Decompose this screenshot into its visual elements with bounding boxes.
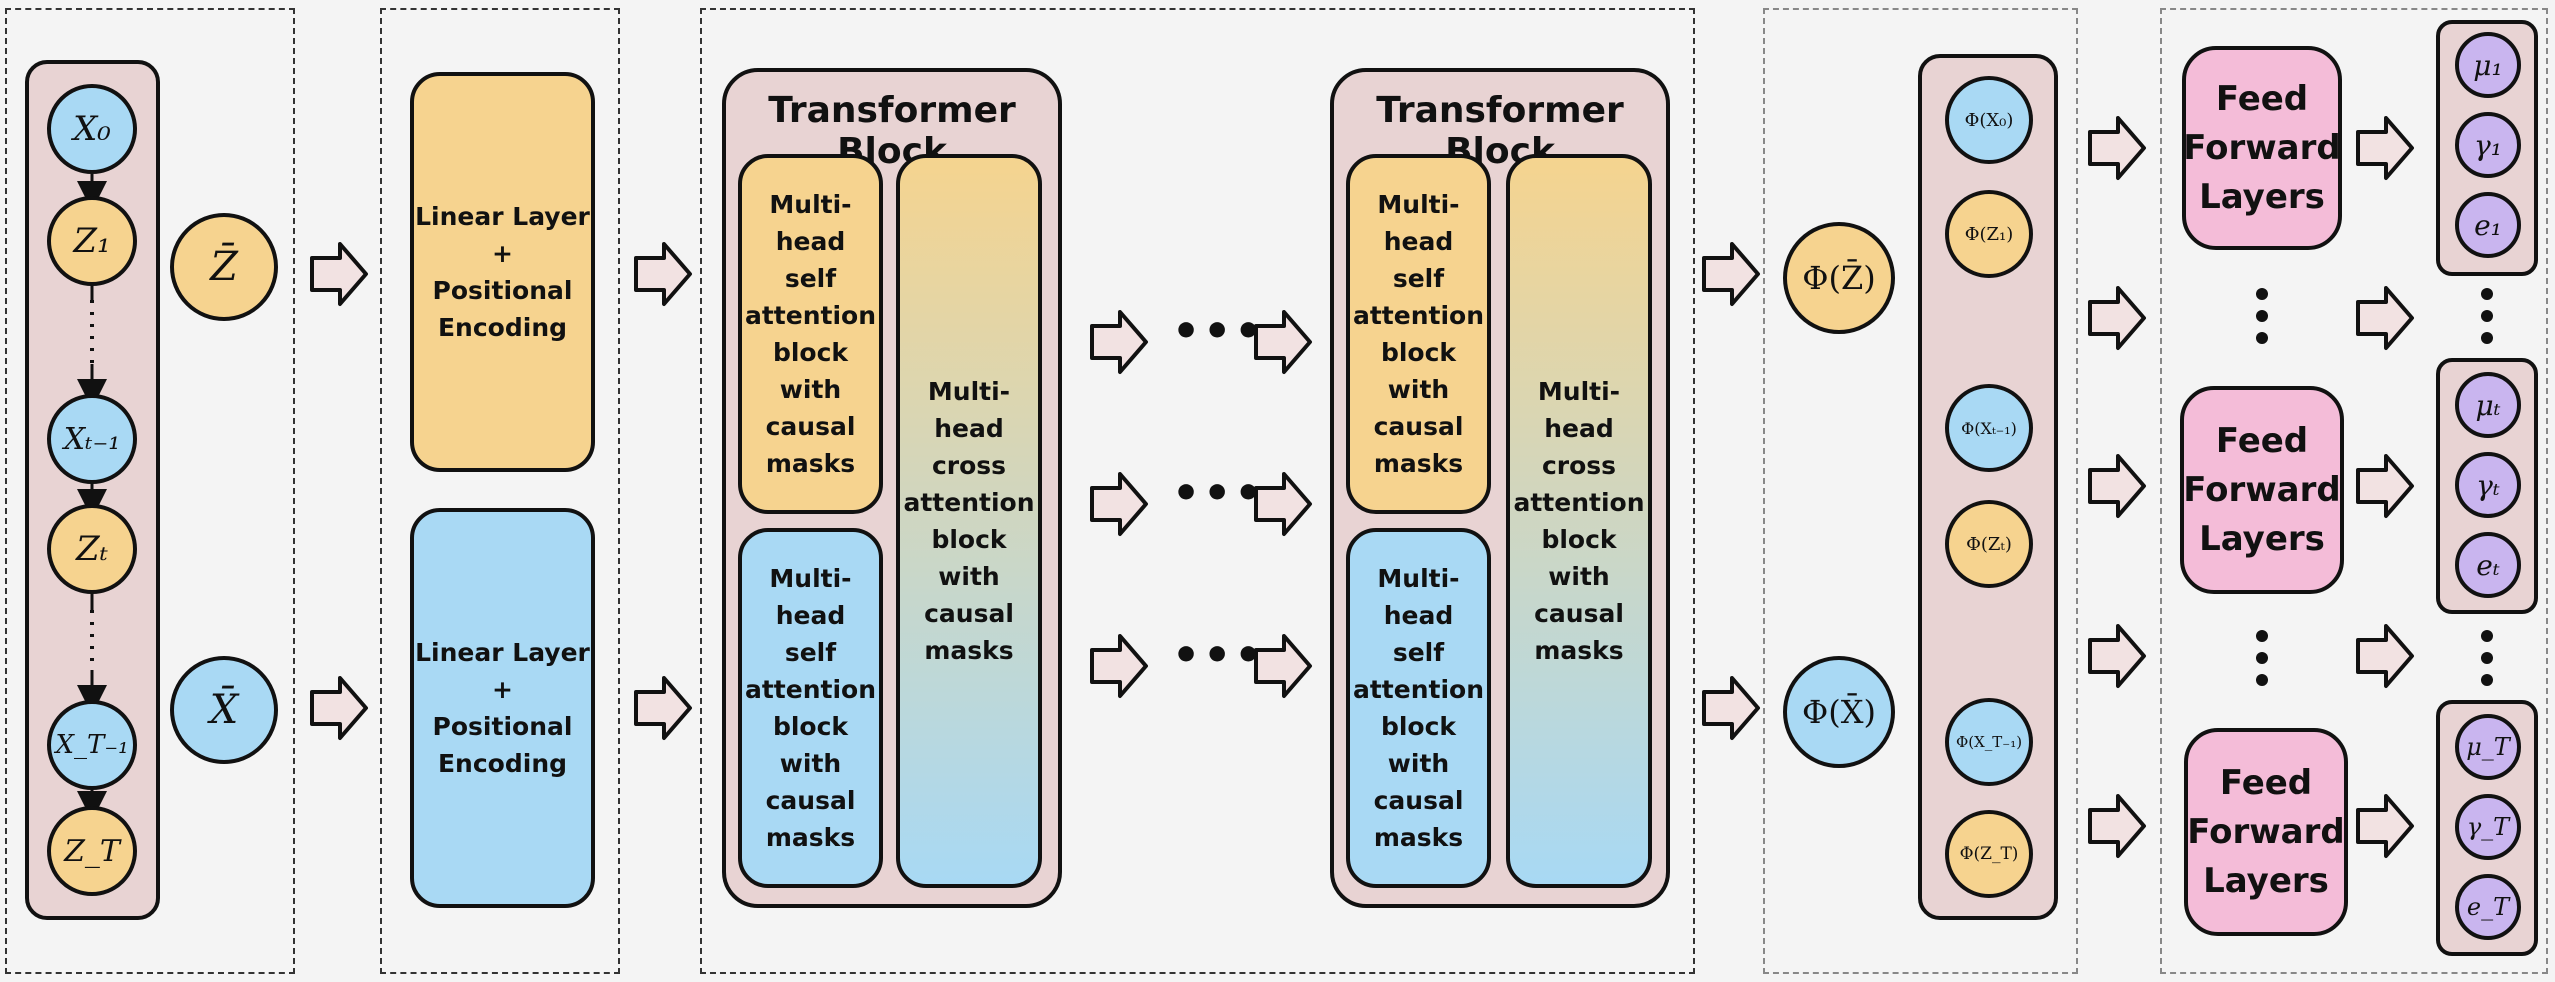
cross-attention-1: Multi-head cross attention block with ca…	[896, 154, 1042, 888]
attn-text: causal	[1534, 599, 1624, 628]
ffn-text: Feed	[2215, 420, 2309, 461]
attn-text: masks	[1534, 636, 1624, 665]
attn-text: self	[1392, 264, 1445, 293]
node-xTm1: X_T₋₁	[47, 700, 137, 790]
encoding-label-1: Linear Layer	[415, 202, 590, 231]
node-xbar: X̄	[170, 656, 278, 764]
attn-text: Multi-head	[1377, 564, 1460, 630]
section-embeddings	[1763, 8, 2078, 974]
node-zT: Z_T	[47, 806, 137, 896]
param-mu-1: μ₁	[2455, 32, 2521, 98]
node-phi-zbar: Φ(Z̄)	[1783, 222, 1895, 334]
attn-text: Multi-head	[1377, 190, 1460, 256]
self-attention-z-1: Multi-head self attention block with cau…	[738, 154, 883, 514]
attn-text: cross	[1541, 451, 1617, 480]
attn-text: cross	[931, 451, 1007, 480]
attn-text: block with	[1380, 338, 1457, 404]
node-z1: Z₁	[47, 196, 137, 286]
encoding-label-1: Linear Layer	[415, 638, 590, 667]
param-gamma-T: γ_T	[2455, 794, 2521, 860]
attn-text: attention	[1352, 301, 1485, 330]
param-mu-T: μ_T	[2455, 714, 2521, 780]
param-mu-t: μₜ	[2455, 372, 2521, 438]
section-input	[5, 8, 295, 974]
attn-text: self	[1392, 638, 1445, 667]
attn-text: attention	[903, 488, 1035, 517]
attn-text: Multi-head	[769, 190, 852, 256]
param-gamma-t: γₜ	[2455, 452, 2521, 518]
attn-text: attention	[744, 675, 877, 704]
ffn-text: Layers	[2199, 176, 2325, 217]
attn-text: block with	[772, 712, 849, 778]
encoding-block-z: Linear Layer + Positional Encoding	[410, 72, 595, 472]
attn-text: causal	[765, 412, 856, 441]
encoding-label-3: Encoding	[437, 749, 568, 778]
encoding-label-2: Positional	[432, 712, 573, 741]
ffn-text: Forward	[2183, 469, 2341, 510]
ffn-text: Layers	[2203, 860, 2329, 901]
attn-text: causal	[924, 599, 1014, 628]
attn-text: self	[784, 264, 837, 293]
node-zt: Zₜ	[47, 504, 137, 594]
attn-text: block with	[772, 338, 849, 404]
attn-text: attention	[1513, 488, 1645, 517]
section-transformer	[700, 8, 1695, 974]
ffn-text: Layers	[2199, 518, 2325, 559]
transformer-title-1: Transformer Block	[768, 90, 1016, 172]
node-phi-xbar: Φ(X̄)	[1783, 656, 1895, 768]
attn-text: masks	[924, 636, 1014, 665]
ffn-text: Feed	[2219, 762, 2313, 803]
self-attention-z-2: Multi-head self attention block with cau…	[1346, 154, 1491, 514]
self-attention-x-1: Multi-head self attention block with cau…	[738, 528, 883, 888]
encoding-label-2: Positional	[432, 276, 573, 305]
attn-text: block with	[931, 525, 1007, 591]
ellipsis: •••	[1172, 306, 1266, 357]
ffn-text: Forward	[2183, 127, 2341, 168]
ffn-text: Forward	[2187, 811, 2345, 852]
attn-text: attention	[1352, 675, 1485, 704]
attn-text: block with	[1541, 525, 1617, 591]
node-phi-z1: Φ(Z₁)	[1945, 190, 2033, 278]
param-e-t: eₜ	[2455, 532, 2521, 598]
attn-text: block with	[1380, 712, 1457, 778]
node-phi-x0: Φ(X₀)	[1945, 76, 2033, 164]
encoding-plus: +	[492, 239, 513, 268]
encoding-plus: +	[492, 675, 513, 704]
attn-text: Multi-head	[769, 564, 852, 630]
attn-text: causal	[1373, 786, 1464, 815]
node-phi-xTm1: Φ(X_T₋₁)	[1945, 698, 2033, 786]
attn-text: self	[784, 638, 837, 667]
attn-text: masks	[1373, 823, 1464, 852]
ellipsis: •••	[1172, 630, 1266, 681]
node-xtm1: Xₜ₋₁	[47, 394, 137, 484]
section-encoding	[380, 8, 620, 974]
self-attention-x-2: Multi-head self attention block with cau…	[1346, 528, 1491, 888]
attn-text: Multi-head	[1537, 377, 1621, 443]
attn-text: attention	[744, 301, 877, 330]
attn-text: Multi-head	[927, 377, 1011, 443]
param-e-1: e₁	[2455, 192, 2521, 258]
node-x0: X₀	[47, 84, 137, 174]
param-e-T: e_T	[2455, 874, 2521, 940]
node-zbar: Z̄	[170, 213, 278, 321]
encoding-label-3: Encoding	[437, 313, 568, 342]
ffn-text: Feed	[2215, 78, 2309, 119]
node-phi-xtm1: Φ(Xₜ₋₁)	[1945, 384, 2033, 472]
node-phi-zT: Φ(Z_T)	[1945, 810, 2033, 898]
attn-text: masks	[765, 823, 856, 852]
attn-text: masks	[1373, 449, 1464, 478]
section-heads	[2160, 8, 2548, 974]
ellipsis: •••	[1172, 468, 1266, 519]
attn-text: causal	[765, 786, 856, 815]
encoding-block-x: Linear Layer + Positional Encoding	[410, 508, 595, 908]
node-phi-zt: Φ(Zₜ)	[1945, 500, 2033, 588]
param-gamma-1: γ₁	[2455, 112, 2521, 178]
attn-text: masks	[765, 449, 856, 478]
attn-text: causal	[1373, 412, 1464, 441]
cross-attention-2: Multi-head cross attention block with ca…	[1506, 154, 1652, 888]
